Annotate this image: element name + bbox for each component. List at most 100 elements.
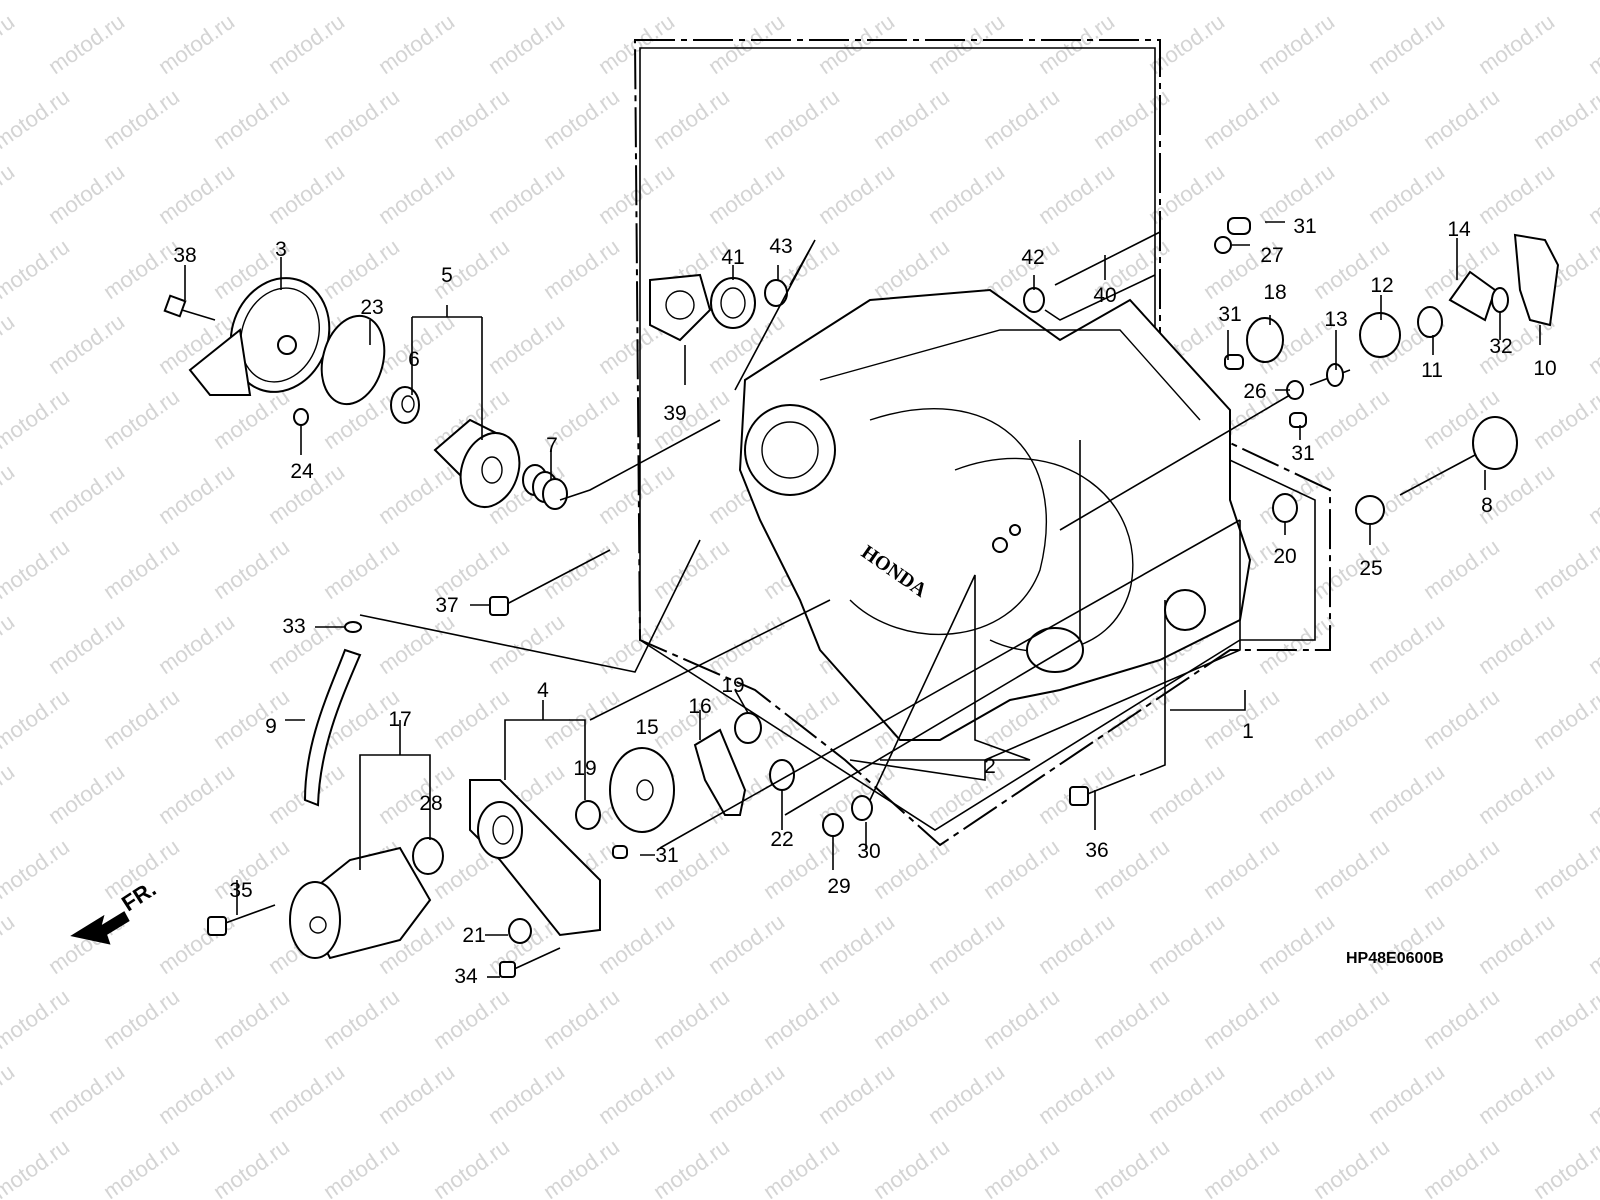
watermark-text: motod.ru (319, 1134, 404, 1200)
seal-43[interactable] (764, 279, 788, 307)
callout-15[interactable]: 15 (635, 716, 658, 739)
callout-28[interactable]: 28 (419, 792, 442, 815)
callout-37[interactable]: 37 (435, 594, 458, 617)
seal-21[interactable] (508, 918, 532, 944)
callout-26[interactable]: 26 (1243, 380, 1266, 403)
callout-4[interactable]: 4 (537, 679, 549, 702)
dowel-31-mid[interactable] (1224, 354, 1244, 370)
callout-40[interactable]: 40 (1093, 284, 1116, 307)
callout-31a[interactable]: 31 (1293, 215, 1316, 238)
callout-39[interactable]: 39 (663, 402, 686, 425)
bolt-38[interactable] (163, 294, 216, 321)
callout-25[interactable]: 25 (1359, 557, 1382, 580)
washer-27[interactable] (1214, 236, 1232, 254)
washer-42[interactable] (1023, 287, 1045, 313)
o-ring-25[interactable] (1355, 495, 1385, 525)
callout-31d[interactable]: 31 (655, 844, 678, 867)
callout-31b[interactable]: 31 (1218, 303, 1241, 326)
dipstick-8[interactable] (1399, 416, 1518, 496)
callout-10[interactable]: 10 (1533, 357, 1556, 380)
callout-12[interactable]: 12 (1370, 274, 1393, 297)
bearing-18[interactable] (1246, 317, 1284, 363)
oil-filter[interactable] (433, 418, 529, 515)
bolt-37[interactable] (489, 549, 611, 616)
callout-27[interactable]: 27 (1260, 244, 1283, 267)
callout-21[interactable]: 21 (462, 924, 485, 947)
bolt-35[interactable] (207, 904, 276, 936)
callout-35[interactable]: 35 (229, 879, 252, 902)
callout-11[interactable]: 11 (1421, 359, 1443, 382)
callout-36[interactable]: 36 (1085, 839, 1108, 862)
callout-14[interactable]: 14 (1447, 218, 1471, 241)
callout-34[interactable]: 34 (454, 965, 478, 988)
callout-31c[interactable]: 31 (1291, 442, 1314, 465)
callout-22[interactable]: 22 (770, 828, 793, 851)
hose-9[interactable] (303, 648, 362, 807)
part-39-clip[interactable] (649, 273, 712, 342)
gear-15[interactable] (609, 747, 675, 833)
dowel-31-bottom[interactable] (612, 845, 628, 859)
callout-5[interactable]: 5 (441, 264, 453, 287)
callout-19a[interactable]: 19 (573, 757, 596, 780)
bearing-19-right[interactable] (734, 712, 762, 744)
callout-33[interactable]: 33 (282, 615, 305, 638)
spring-11[interactable] (1417, 306, 1443, 338)
callout-41[interactable]: 41 (721, 246, 744, 269)
bolt-13[interactable] (1309, 363, 1351, 387)
pump-housing[interactable] (469, 779, 601, 937)
spring-7[interactable] (522, 464, 568, 510)
rotor-12[interactable] (1359, 312, 1401, 358)
callout-42[interactable]: 42 (1021, 246, 1044, 269)
callout-32[interactable]: 32 (1489, 335, 1512, 358)
bolt-36[interactable] (1069, 774, 1136, 806)
bearing-19-left[interactable] (575, 800, 601, 830)
watermark-text: motod.ru (704, 159, 789, 229)
callout-9[interactable]: 9 (265, 715, 277, 738)
callout-7[interactable]: 7 (546, 434, 558, 457)
drawing-code: HP48E0600B (1346, 950, 1444, 967)
callout-29[interactable]: 29 (827, 875, 850, 898)
callout-17[interactable]: 17 (388, 708, 411, 731)
watermark-text: motod.ru (319, 234, 404, 304)
washer-30[interactable] (851, 795, 873, 821)
seal-41[interactable] (710, 277, 756, 329)
dowel-31-top[interactable] (1227, 217, 1251, 235)
callout-19b[interactable]: 19 (721, 674, 744, 697)
callout-13[interactable]: 13 (1324, 308, 1347, 331)
callout-24[interactable]: 24 (290, 460, 314, 483)
callout-18[interactable]: 18 (1263, 281, 1286, 304)
dowel-29[interactable] (822, 813, 844, 837)
callout-38[interactable]: 38 (173, 244, 196, 267)
pin-40[interactable] (1054, 231, 1161, 286)
watermark-text: motod.ru (1474, 759, 1559, 829)
cover-10[interactable] (1513, 233, 1560, 327)
bolt-34[interactable] (499, 947, 561, 978)
callout-23[interactable]: 23 (360, 296, 383, 319)
callout-8[interactable]: 8 (1481, 494, 1493, 517)
o-ring-28[interactable] (412, 837, 444, 875)
callout-43[interactable]: 43 (769, 235, 792, 258)
oil-filter-cover[interactable] (188, 264, 345, 406)
callout-2[interactable]: 2 (984, 755, 996, 778)
dowel-31-low[interactable] (1289, 412, 1307, 428)
bushing-20[interactable] (1272, 493, 1298, 523)
callout-20[interactable]: 20 (1273, 545, 1296, 568)
callout-1[interactable]: 1 (1242, 720, 1254, 743)
watermark-text: motod.ru (0, 1134, 74, 1200)
callout-16[interactable]: 16 (688, 695, 711, 718)
watermark-text: motod.ru (649, 1134, 734, 1200)
callout-6[interactable]: 6 (408, 348, 420, 371)
watermark-text: motod.ru (1199, 984, 1284, 1054)
lever-16[interactable] (693, 728, 747, 816)
crankcase-cover[interactable]: HONDA (738, 288, 1252, 741)
washer-24[interactable] (293, 408, 309, 426)
watermark-text: motod.ru (0, 159, 19, 229)
clip-33[interactable] (344, 621, 362, 633)
watermark-text: motod.ru (99, 0, 184, 4)
callout-30[interactable]: 30 (857, 840, 880, 863)
o-ring-23[interactable] (312, 309, 393, 411)
callout-3[interactable]: 3 (275, 238, 287, 261)
starter-motor[interactable] (289, 846, 432, 960)
o-ring-32[interactable] (1491, 287, 1509, 313)
seal-6[interactable] (390, 386, 420, 424)
